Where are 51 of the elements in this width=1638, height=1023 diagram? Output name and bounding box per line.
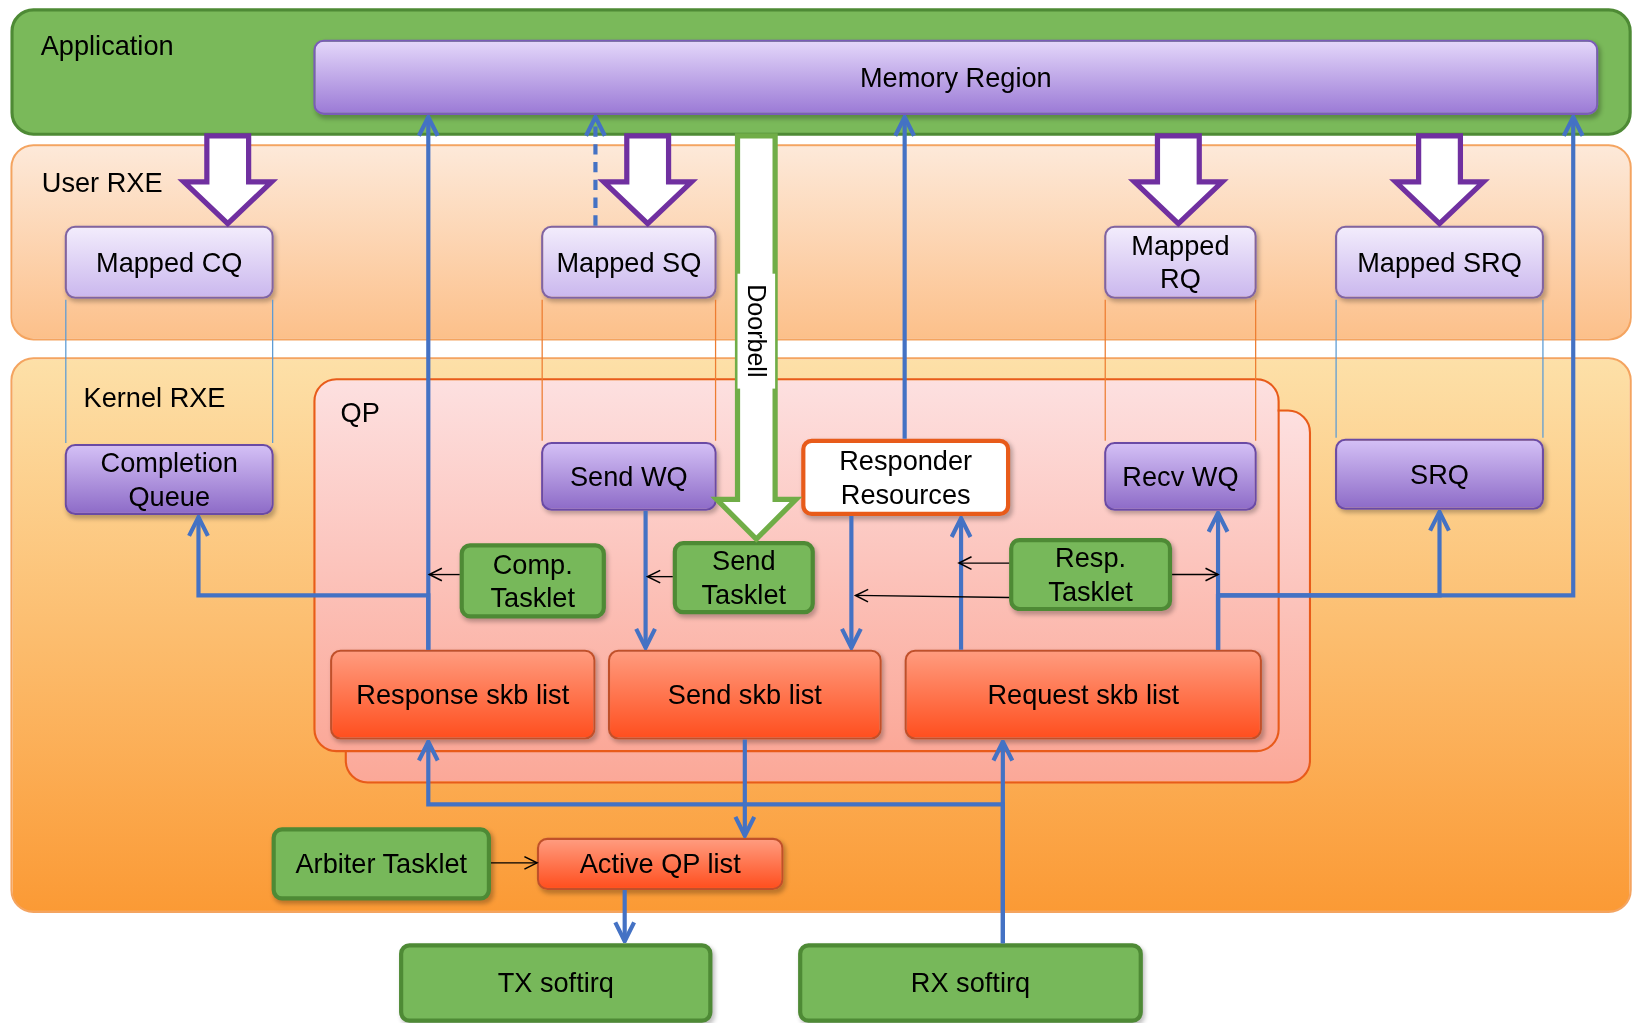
tasklet-box: Comp. Tasklet	[459, 543, 606, 619]
list-box: Response skb list	[330, 649, 596, 740]
arrow	[1171, 567, 1219, 582]
arrow	[893, 114, 917, 439]
arrow	[854, 588, 1010, 603]
block-arrow	[1389, 133, 1490, 228]
queue-box: Completion Queue	[64, 443, 274, 515]
queue-box: Mapped SQ	[541, 225, 717, 299]
tasklet-box: TX softirq	[399, 943, 713, 1023]
queue-box: Send WQ	[541, 441, 717, 511]
arrow	[958, 556, 1010, 571]
arrow	[949, 516, 973, 650]
arrow	[646, 569, 674, 584]
queue-box: Mapped RQ	[1104, 225, 1257, 299]
list-box: Request skb list	[904, 649, 1262, 740]
arrow	[733, 739, 757, 838]
queue-pair-panel	[313, 378, 1280, 753]
group-label: QP	[340, 396, 380, 430]
mapping-line	[1104, 299, 1257, 442]
mapping-line	[1335, 299, 1544, 439]
group-label: Kernel RXE	[83, 382, 226, 415]
queue-box: SRQ	[1335, 438, 1544, 510]
arrow	[634, 510, 658, 650]
block-arrow	[177, 133, 279, 228]
queue-box: Mapped CQ	[64, 225, 274, 299]
arrow	[490, 855, 538, 870]
layer-band	[10, 8, 1632, 136]
group-label: Application	[40, 30, 174, 63]
mapping-line	[541, 299, 717, 442]
arrow	[187, 515, 431, 650]
group-label: User RXE	[41, 167, 163, 200]
arrow	[839, 516, 863, 650]
tasklet-box: Send Tasklet	[672, 541, 815, 615]
tasklet-box: Resp. Tasklet	[1009, 538, 1173, 612]
queue-box: Mapped SRQ	[1335, 225, 1544, 299]
arrow	[416, 739, 1005, 944]
arrow	[1215, 114, 1585, 650]
queue-box: Recv WQ	[1104, 441, 1257, 511]
arrow	[583, 114, 607, 226]
arrow	[613, 890, 637, 944]
tasklet-box: Arbiter Tasklet	[271, 827, 491, 901]
mapping-line	[65, 299, 274, 444]
edge-label: Doorbell	[737, 273, 776, 389]
block-arrow	[597, 133, 699, 228]
resource-box: Responder Resources	[801, 438, 1011, 517]
tasklet-box: RX softirq	[798, 943, 1143, 1023]
arrow	[428, 567, 461, 582]
list-box: Send skb list	[608, 649, 882, 740]
list-box: Active QP list	[536, 837, 784, 891]
block-arrow	[1127, 133, 1229, 228]
memory-bar: Memory Region	[313, 39, 1599, 115]
